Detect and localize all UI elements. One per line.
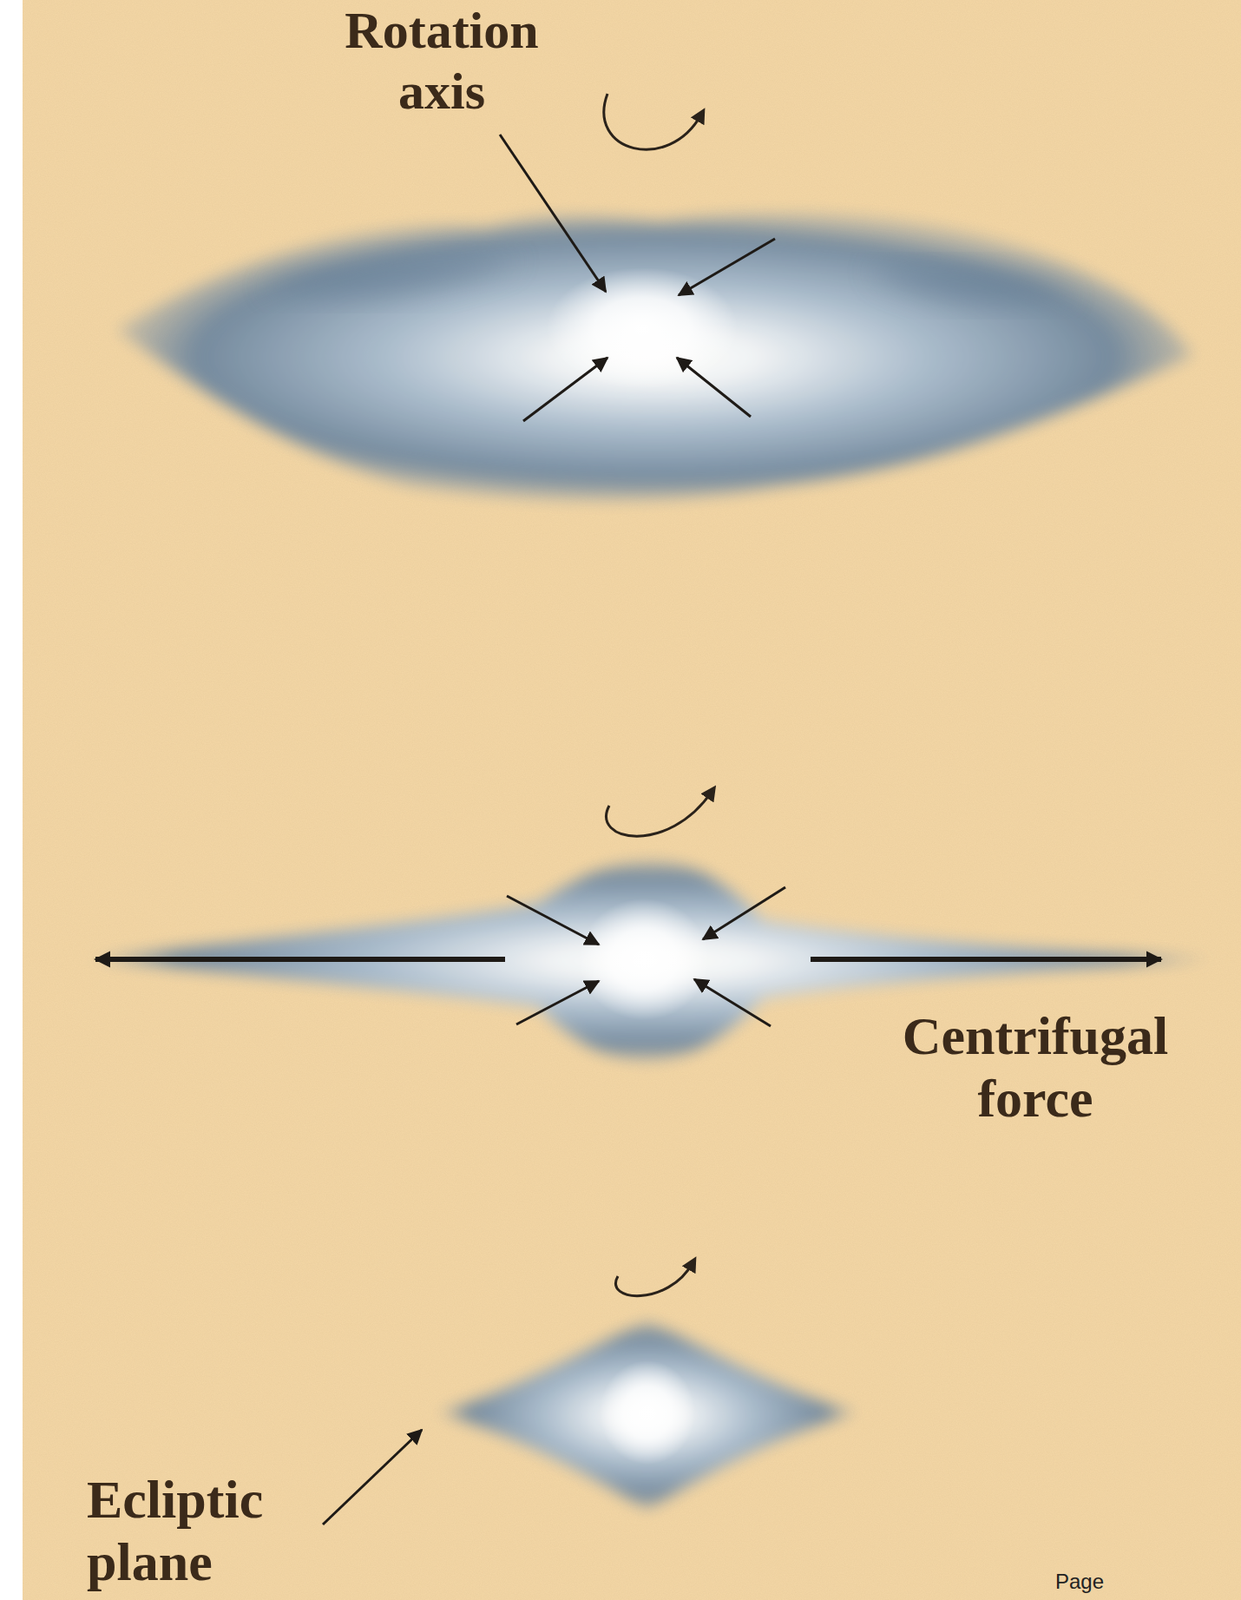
page-label: Page	[1055, 1569, 1229, 1594]
plane-label: Ecliptic plane	[86, 1467, 296, 1593]
axis-label: Rotation axis	[328, 0, 555, 122]
force-label: Centrifugal force	[879, 1004, 1192, 1130]
